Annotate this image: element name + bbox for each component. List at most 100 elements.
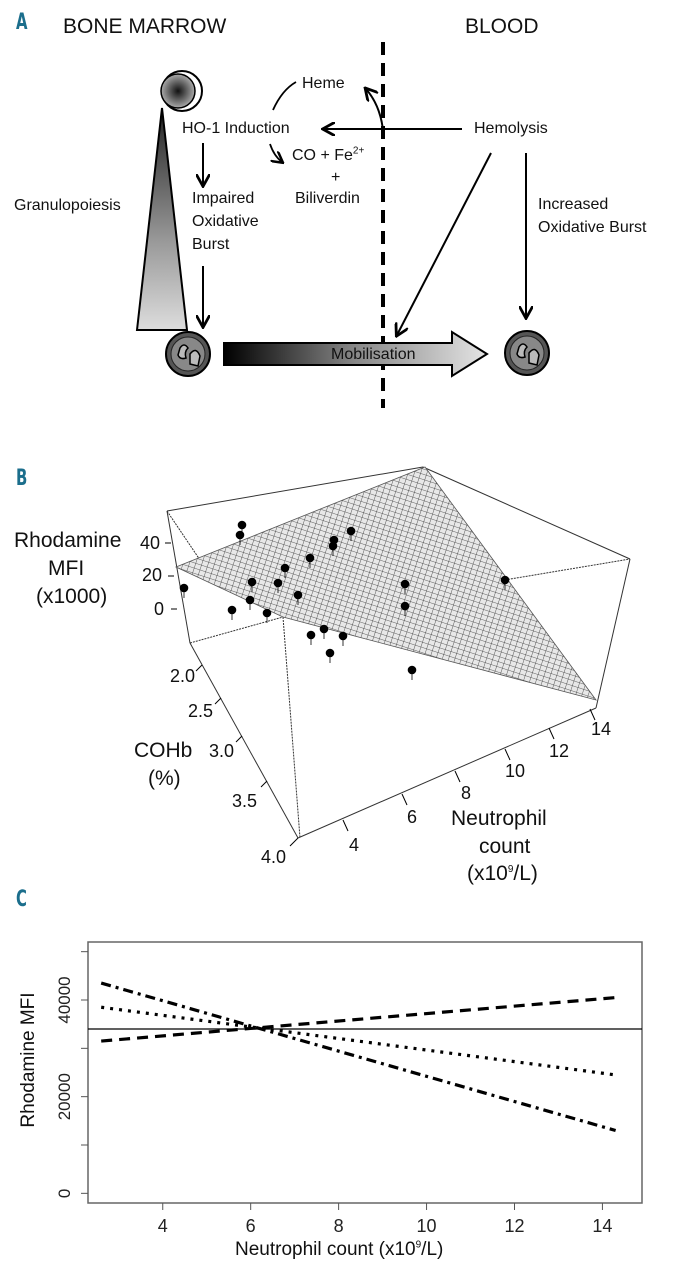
data-point xyxy=(407,665,417,675)
label-heme: Heme xyxy=(302,75,345,92)
data-point xyxy=(305,553,315,563)
data-points xyxy=(179,520,510,680)
y-axis-label-1: COHb xyxy=(134,739,193,762)
x-tick-label: 8 xyxy=(461,783,472,803)
label-increased: Increased xyxy=(538,196,609,213)
c-x-axis-label: Neutrophil count (x109/L) xyxy=(235,1239,444,1260)
y-tick-label: 3.5 xyxy=(232,791,258,811)
data-point xyxy=(273,578,283,588)
plot-frame xyxy=(87,941,643,1204)
y-tick xyxy=(260,780,268,788)
data-point xyxy=(346,526,356,536)
series-lines xyxy=(100,981,617,1133)
panel-b-letter: B xyxy=(16,466,28,491)
label-co-fe: CO + Fe2+ xyxy=(292,146,364,166)
data-point xyxy=(338,631,348,641)
hemolysis-to-mobilisation-arrow xyxy=(397,152,492,335)
z-axis-label-3: (x1000) xyxy=(36,585,108,608)
label-hemolysis: Hemolysis xyxy=(474,120,548,137)
x-axis-label-1: Neutrophil xyxy=(451,807,547,830)
y-tick-label: 4.0 xyxy=(261,847,287,867)
data-point xyxy=(237,520,247,530)
y-tick xyxy=(235,735,243,743)
z-tick-label: 0 xyxy=(154,599,165,619)
label-mobilisation: Mobilisation xyxy=(331,346,416,363)
y-tick xyxy=(195,664,203,672)
y-tick-label: 2.5 xyxy=(188,701,214,721)
x-tick xyxy=(454,770,461,783)
label-increased-oxidative-burst: Oxidative Burst xyxy=(538,219,647,236)
region-bone-marrow: BONE MARROW xyxy=(63,15,227,38)
z-tick-label: 20 xyxy=(142,565,163,585)
c-y-axis-label: Rhodamine MFI xyxy=(18,992,39,1128)
data-point xyxy=(179,583,189,593)
box-edge xyxy=(166,466,424,512)
label-fe-charge: 2+ xyxy=(352,145,365,157)
z-axis-label-1: Rhodamine xyxy=(14,529,122,552)
x-tick-label: 10 xyxy=(505,761,526,781)
data-point xyxy=(235,530,245,540)
x-tick xyxy=(589,708,596,721)
data-point xyxy=(280,563,290,573)
y-tick-label: 0 xyxy=(55,1189,74,1198)
y-tick-label: 2.0 xyxy=(170,666,196,686)
data-point xyxy=(262,608,272,618)
data-point xyxy=(500,575,510,585)
x-tick-label: 14 xyxy=(591,719,612,739)
x-axis-label-3a: (x10 xyxy=(467,862,508,885)
panel-a-letter: A xyxy=(16,10,28,35)
x-axis-label-sup: 9 xyxy=(507,864,514,875)
box-edge xyxy=(595,558,631,709)
box-edge xyxy=(297,707,597,839)
label-granulopoiesis: Granulopoiesis xyxy=(14,197,121,214)
box-edge xyxy=(189,642,299,839)
label-co-fe-text: CO + Fe xyxy=(292,147,353,164)
data-point xyxy=(293,590,303,600)
label-impaired: Impaired xyxy=(192,190,255,207)
series-line-dotted xyxy=(100,1005,616,1077)
x-tick-label: 12 xyxy=(504,1216,524,1236)
box-edge-hidden xyxy=(189,616,284,644)
label-ho1-induction: HO-1 Induction xyxy=(182,120,290,137)
z-axis-label-2: MFI xyxy=(48,557,85,580)
neutrophil-icon xyxy=(504,330,550,376)
data-point xyxy=(247,577,257,587)
data-point xyxy=(227,605,237,615)
x-axis-label-3b: /L) xyxy=(513,862,538,885)
box-edge xyxy=(166,510,191,644)
box-edge xyxy=(422,466,631,560)
y-tick xyxy=(214,697,222,705)
x-tick-label: 6 xyxy=(407,807,418,827)
mobilisation-arrow xyxy=(223,330,489,378)
granulopoiesis-triangle xyxy=(135,107,189,331)
data-point xyxy=(306,630,316,640)
x-tick-label: 4 xyxy=(349,835,360,855)
series-line-dash-dot xyxy=(100,981,617,1133)
label-impaired-burst: Burst xyxy=(192,236,230,253)
z-tick-label: 40 xyxy=(140,533,161,553)
y-tick-label: 3.0 xyxy=(209,741,235,761)
x-tick-label: 8 xyxy=(334,1216,344,1236)
stem-cell-icon xyxy=(160,70,203,112)
x-tick xyxy=(342,819,349,832)
panel-a-diagram xyxy=(135,42,550,408)
box-edge-hidden xyxy=(282,616,301,839)
x-axis-label-3: (x109/L) xyxy=(467,861,538,887)
y-axis-label-2: (%) xyxy=(148,767,181,790)
data-point xyxy=(319,624,329,634)
neutrophil-icon xyxy=(165,331,211,377)
y-tick-label: 20000 xyxy=(55,1073,74,1120)
label-impaired-oxidative: Oxidative xyxy=(192,213,259,230)
data-point xyxy=(328,541,338,551)
x-axis-label-2: count xyxy=(479,835,531,858)
x-tick-label: 4 xyxy=(158,1216,168,1236)
panel-c-letter: C xyxy=(16,887,27,912)
panel-b-3d-plot xyxy=(165,466,631,847)
x-tick-label: 6 xyxy=(246,1216,256,1236)
data-point xyxy=(400,601,410,611)
x-tick-label: 12 xyxy=(549,741,570,761)
label-plus: + xyxy=(331,169,341,186)
y-tick-label: 40000 xyxy=(55,976,74,1023)
y-tick xyxy=(289,837,299,847)
